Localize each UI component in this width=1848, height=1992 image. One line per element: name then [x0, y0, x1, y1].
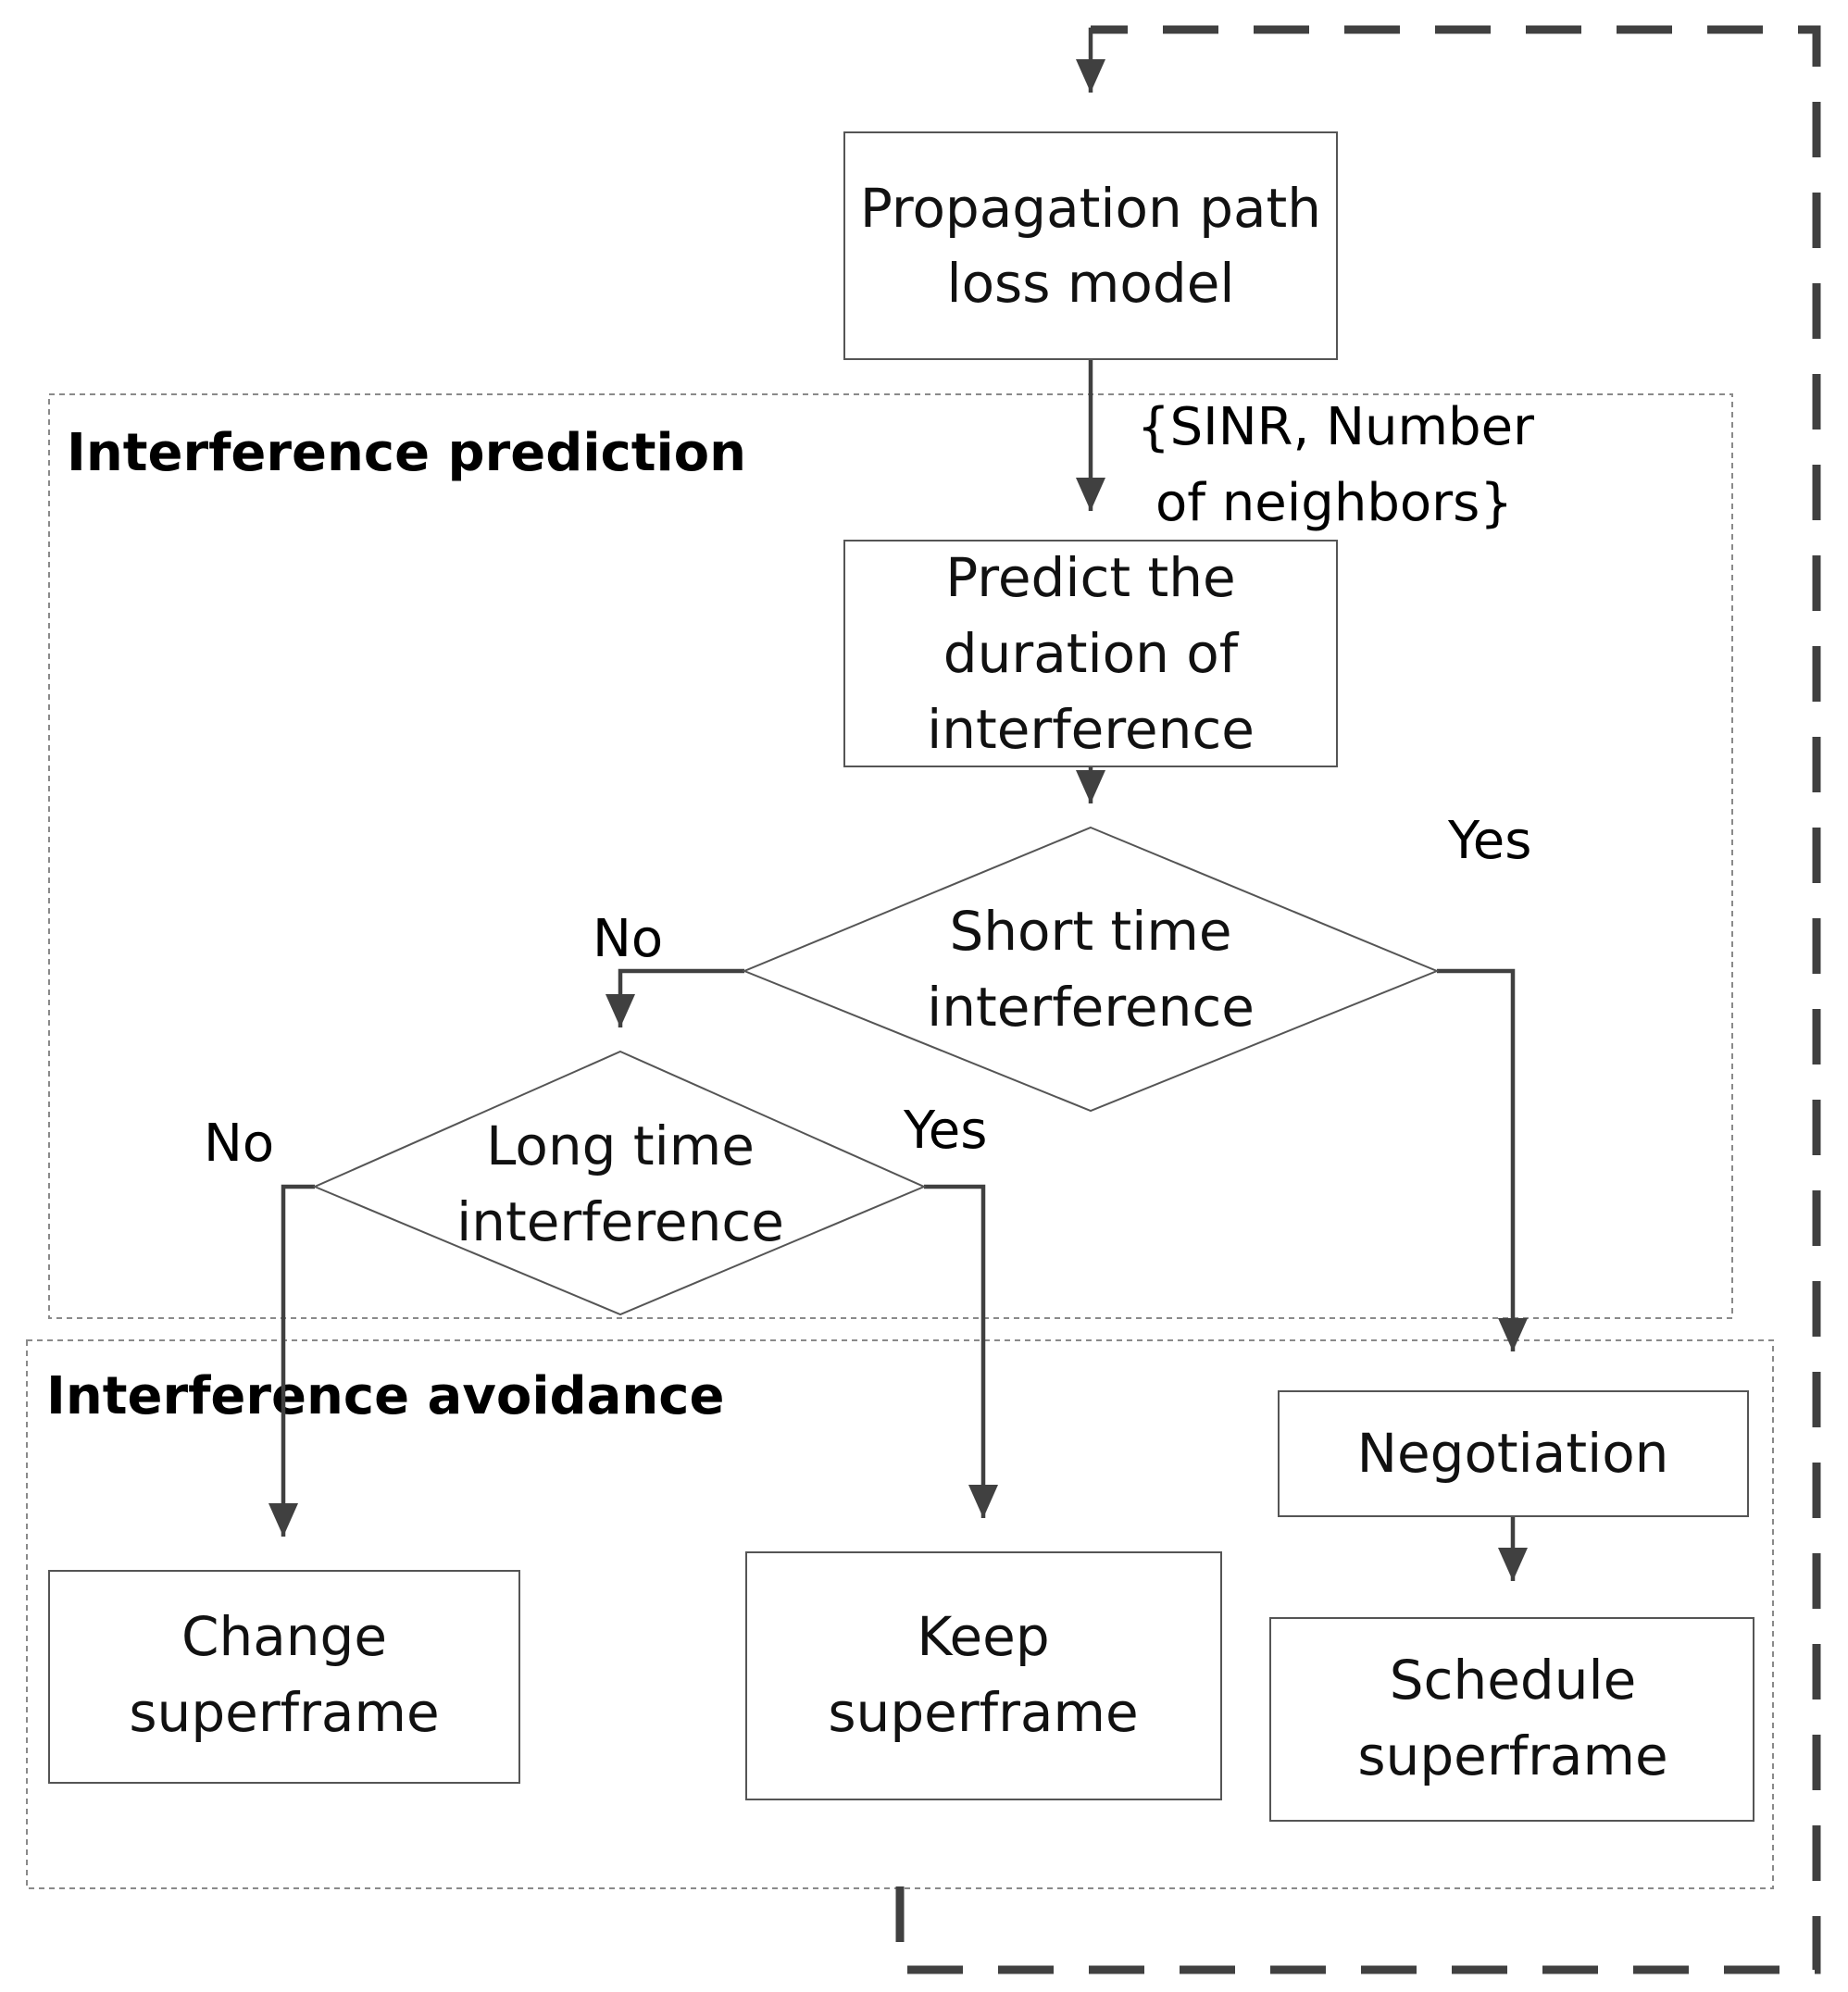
svg-text:Negotiation: Negotiation — [1357, 1422, 1669, 1485]
predict-duration-line-1: Predict the — [945, 546, 1235, 609]
svg-text:Change: Change — [181, 1605, 387, 1668]
schedule-superframe-line-1: Schedule — [1390, 1649, 1637, 1712]
schedule-superframe-line-2: superframe — [1357, 1724, 1667, 1787]
svg-text:Predict the: Predict the — [945, 546, 1235, 609]
long-no-label: No — [204, 1114, 274, 1174]
svg-text:interference: interference — [927, 698, 1255, 761]
long-time-decision: Long time interference — [312, 1050, 927, 1316]
short-time-line-1: Short time — [949, 900, 1231, 963]
keep-superframe-line-1: Keep — [917, 1605, 1049, 1668]
svg-text:superframe: superframe — [129, 1681, 439, 1744]
svg-text:superframe: superframe — [1357, 1724, 1667, 1787]
predict-duration-line-2: duration of — [943, 622, 1240, 685]
svg-text:superframe: superframe — [828, 1681, 1138, 1744]
svg-text:loss model: loss model — [946, 252, 1234, 315]
feedback-loop-line — [895, 25, 1821, 1974]
arrow-short-no — [606, 968, 744, 1027]
short-yes-label: Yes — [1447, 811, 1531, 871]
interference-avoidance-title: Interference avoidance — [46, 1366, 724, 1426]
long-time-line-1: Long time — [486, 1114, 755, 1177]
change-superframe-box: Change superframe — [48, 1570, 520, 1784]
schedule-superframe-box: Schedule superframe — [1269, 1617, 1754, 1822]
predict-duration-line-3: interference — [927, 698, 1255, 761]
change-superframe-line-2: superframe — [129, 1681, 439, 1744]
long-time-line-2: interference — [456, 1190, 784, 1253]
feedback-entry-arrow — [1076, 27, 1105, 93]
arrow-long-no — [268, 1184, 315, 1537]
short-time-line-2: interference — [927, 976, 1255, 1039]
svg-text:Long time: Long time — [486, 1114, 755, 1177]
svg-text:Propagation path: Propagation path — [860, 177, 1321, 240]
predict-duration-box: Predict the duration of interference — [843, 540, 1338, 767]
keep-superframe-box: Keep superframe — [745, 1551, 1222, 1800]
long-yes-label: Yes — [903, 1101, 987, 1161]
arrow-long-yes — [924, 1184, 998, 1518]
interference-prediction-title: Interference prediction — [67, 423, 746, 483]
short-time-decision: Short time interference — [742, 826, 1440, 1113]
propagation-model-line-1: Propagation path — [860, 177, 1321, 240]
svg-text:Schedule: Schedule — [1390, 1649, 1637, 1712]
negotiation-line-1: Negotiation — [1357, 1422, 1669, 1485]
arrow-short-yes — [1437, 968, 1528, 1351]
propagation-model-line-2: loss model — [946, 252, 1234, 315]
svg-text:interference: interference — [456, 1190, 784, 1253]
sinr-label-line-2: of neighbors} — [1155, 473, 1513, 533]
svg-text:Keep: Keep — [917, 1605, 1049, 1668]
sinr-label-line-1: {SINR, Number — [1137, 397, 1535, 457]
negotiation-box: Negotiation — [1278, 1390, 1749, 1517]
change-superframe-line-1: Change — [181, 1605, 387, 1668]
short-no-label: No — [593, 909, 663, 969]
svg-text:Short time: Short time — [949, 900, 1231, 963]
svg-text:interference: interference — [927, 976, 1255, 1039]
svg-text:duration of: duration of — [943, 622, 1240, 685]
keep-superframe-line-2: superframe — [828, 1681, 1138, 1744]
propagation-model-box: Propagation path loss model — [843, 131, 1338, 360]
